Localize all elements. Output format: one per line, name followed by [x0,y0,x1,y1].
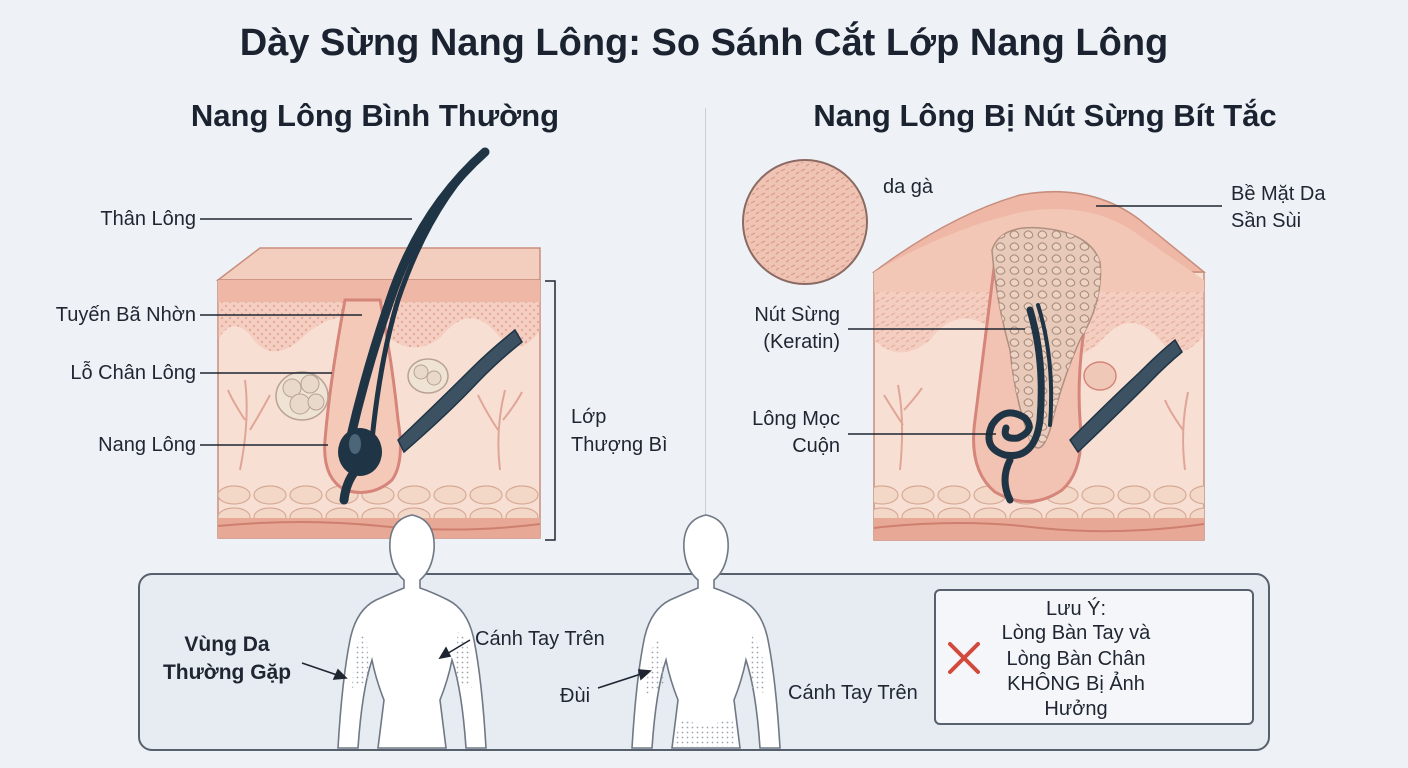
label-rough-surface-line1: Bề Mặt Da [1231,183,1326,205]
note-box [934,589,1254,725]
label-common-areas-line2: Thường Gặp [162,661,292,684]
figure-back [631,514,781,749]
label-goosebumps: da gà [883,176,934,198]
label-pore: Lỗ Chân Lông [70,362,196,384]
note-title: Lưu Ý: [1045,598,1107,620]
label-upper-arm-2: Cánh Tay Trên [788,682,918,704]
label-follicle: Nang Lông [98,434,196,456]
note-line-3: KHÔNG Bị Ảnh [1007,673,1145,695]
left-heading: Nang Lông Bình Thường [190,98,560,133]
label-hair-shaft: Thân Lông [100,208,196,230]
label-rough-surface-line2: Sần Sùi [1231,210,1302,232]
label-keratin-plug-line2: (Keratin) [763,331,840,353]
right-heading: Nang Lông Bị Nút Sừng Bít Tắc [813,98,1277,133]
label-common-areas-line1: Vùng Da [184,633,270,656]
label-sebaceous-gland: Tuyến Bã Nhờn [55,304,196,326]
label-coiled-hair-line1: Lông Mọc [752,408,840,430]
diagram-title: Dày Sừng Nang Lông: So Sánh Cắt Lớp Nang… [239,22,1169,64]
cross-icon [948,642,980,674]
note-line-2: Lòng Bàn Chân [1006,648,1146,670]
label-epidermis-line2: Thượng Bì [571,434,668,456]
note-line-1: Lòng Bàn Tay và [1001,622,1151,644]
label-keratin-plug-line1: Nút Sừng [754,304,840,326]
label-thigh: Đùi [560,685,591,707]
label-upper-arm-1: Cánh Tay Trên [475,628,605,650]
figure-front [337,514,487,749]
label-epidermis-line1: Lớp [571,406,607,428]
panel-divider [705,108,706,544]
label-coiled-hair-line2: Cuộn [792,435,840,457]
note-line-4: Hưởng [1044,698,1108,720]
